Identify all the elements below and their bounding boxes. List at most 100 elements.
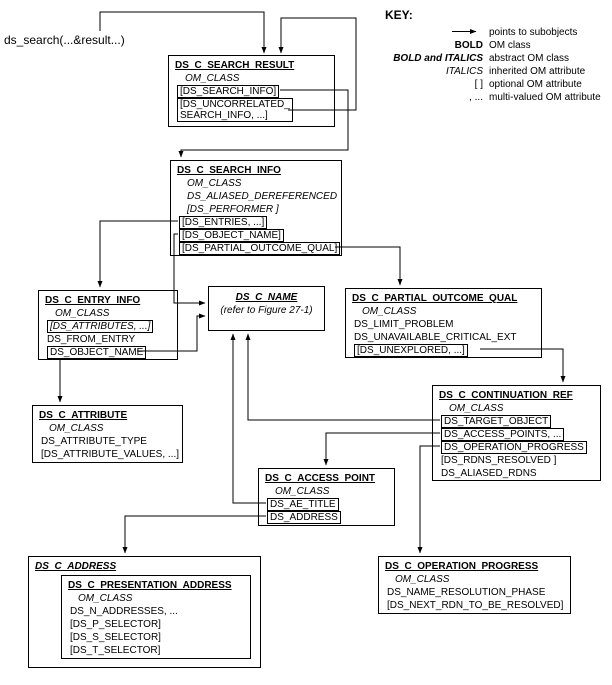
om-class-attribute: OM_CLASS (78, 593, 133, 604)
class-title: DS_C_PARTIAL_OUTCOME_QUAL (352, 293, 518, 304)
attr-ds-from-entry: DS_FROM_ENTRY (47, 334, 136, 345)
attr-ds-address: DS_ADDRESS (267, 511, 341, 524)
class-box-ds-c-address: DS_C_ADDRESS DS_C_PRESENTATION_ADDRESS O… (28, 556, 261, 668)
attr-ds-attribute-type: DS_ATTRIBUTE_TYPE (41, 436, 147, 447)
class-box-ds-c-presentation-address: DS_C_PRESENTATION_ADDRESS OM_CLASS DS_N_… (61, 575, 251, 659)
attr-ds-n-addresses: DS_N_ADDRESSES, ... (70, 606, 178, 617)
om-class-attribute: OM_CLASS (449, 403, 504, 414)
function-caption: ds_search(...&result...) (4, 33, 125, 47)
attribute-row: [DS_SEARCH_INFO] (169, 85, 334, 98)
key-symbol: BOLD and ITALICS (393, 53, 483, 64)
key-item-italics: ITALICS inherited OM attribute (380, 65, 601, 78)
attr-ds-aliased-dereferenced: DS_ALIASED_DEREFERENCED (187, 191, 338, 202)
class-title: DS_C_OPERATION_PROGRESS (385, 561, 539, 572)
attr-ds-performer: [DS_PERFORMER ] (187, 204, 279, 215)
class-title: DS_C_SEARCH_INFO (177, 165, 281, 176)
attribute-row: DS_ADDRESS (259, 511, 394, 524)
attr-ds-name-resolution-phase: DS_NAME_RESOLUTION_PHASE (387, 587, 546, 598)
om-class-attribute: OM_CLASS (362, 306, 417, 317)
attr-ds-limit-problem: DS_LIMIT_PROBLEM (354, 319, 454, 330)
attr-ds-object-name: [DS_OBJECT_NAME] (179, 229, 284, 242)
attr-ds-aliased-rdns: DS_ALIASED_RDNS (441, 468, 537, 479)
class-box-ds-c-operation-progress: DS_C_OPERATION_PROGRESS OM_CLASS DS_NAME… (378, 556, 571, 614)
key-symbol: [ ] (474, 79, 483, 90)
attr-ds-next-rdn-to-be-resolved: [DS_NEXT_RDN_TO_BE_RESOLVED] (387, 600, 564, 611)
name-reference-note: (refer to Figure 27-1) (220, 305, 313, 316)
key-symbol: BOLD (454, 40, 483, 51)
attribute-row: [DS_UNCORRELATED_ SEARCH_INFO, ...] (169, 98, 334, 122)
attr-ds-t-selector: [DS_T_SELECTOR] (70, 645, 161, 656)
key-symbol: ITALICS (445, 66, 483, 77)
key-item-multivalued: , ... multi-valued OM attribute (380, 91, 601, 104)
attr-ds-s-selector: [DS_S_SELECTOR] (70, 632, 161, 643)
key-item-optional: [ ] optional OM attribute (380, 78, 601, 91)
attr-ds-entries: [DS_ENTRIES, ...] (179, 216, 268, 229)
class-box-ds-c-name: DS_C_NAME (refer to Figure 27-1) (208, 286, 325, 331)
key-item-label: optional OM attribute (489, 79, 582, 90)
attr-ds-uncorrelated-search-info: [DS_UNCORRELATED_ SEARCH_INFO, ...] (177, 98, 293, 122)
om-class-attribute: OM_CLASS (395, 574, 450, 585)
attr-text: [DS_UNCORRELATED_ (180, 99, 290, 110)
key-item-bold-italics: BOLD and ITALICS abstract OM class (380, 52, 601, 65)
class-box-ds-c-access-point: DS_C_ACCESS_POINT OM_CLASS DS_AE_TITLE D… (258, 468, 395, 526)
attribute-row: DS_AE_TITLE (259, 498, 394, 511)
attribute-row: [DS_PARTIAL_OUTCOME_QUAL] (171, 242, 341, 255)
attr-ds-attributes: [DS_ATTRIBUTES, ...] (47, 320, 154, 333)
attr-ds-partial-outcome-qual: [DS_PARTIAL_OUTCOME_QUAL] (179, 242, 341, 255)
class-title: DS_C_ACCESS_POINT (265, 473, 376, 484)
class-box-ds-c-search-result: DS_C_SEARCH_RESULT OM_CLASS [DS_SEARCH_I… (168, 55, 335, 127)
key-item-label: OM class (489, 40, 531, 51)
key-legend: points to subobjects BOLD OM class BOLD … (380, 26, 601, 104)
attr-ds-attribute-values: [DS_ATTRIBUTE_VALUES, ...] (41, 449, 179, 460)
class-title: DS_C_CONTINUATION_REF (439, 390, 573, 401)
attr-ds-target-object: DS_TARGET_OBJECT (441, 415, 552, 428)
connector-access-points-to-access-point (323, 432, 440, 466)
attribute-row: DS_OPERATION_PROGRESS (433, 441, 600, 454)
class-title: DS_C_ADDRESS (35, 561, 117, 572)
attr-ds-access-points: DS_ACCESS_POINTS, ... (441, 428, 565, 441)
points-to-arrow-icon (380, 27, 483, 39)
class-box-ds-c-continuation-ref: DS_C_CONTINUATION_REF OM_CLASS DS_TARGET… (432, 385, 601, 481)
key-item-bold: BOLD OM class (380, 39, 601, 52)
key-symbol: , ... (469, 92, 483, 103)
attribute-row: [DS_UNEXPLORED, ...] (346, 344, 541, 357)
attr-ds-unexplored: [DS_UNEXPLORED, ...] (354, 344, 468, 357)
om-class-attribute: OM_CLASS (275, 486, 330, 497)
attr-ds-unavailable-critical-ext: DS_UNAVAILABLE_CRITICAL_EXT (354, 332, 517, 343)
class-title: DS_C_ATTRIBUTE (39, 410, 128, 421)
class-box-ds-c-attribute: DS_C_ATTRIBUTE OM_CLASS DS_ATTRIBUTE_TYP… (32, 405, 183, 463)
attr-ds-p-selector: [DS_P_SELECTOR] (70, 619, 161, 630)
attribute-row: [DS_ENTRIES, ...] (171, 216, 341, 229)
attr-ds-operation-progress: DS_OPERATION_PROGRESS (441, 441, 587, 454)
class-box-ds-c-partial-outcome-qual: DS_C_PARTIAL_OUTCOME_QUAL OM_CLASS DS_LI… (345, 288, 542, 358)
attribute-row: [DS_OBJECT_NAME] (171, 229, 341, 242)
key-item-label: abstract OM class (489, 53, 570, 64)
class-title: DS_C_NAME (235, 292, 298, 303)
attr-ds-object-name: DS_OBJECT_NAME (47, 346, 147, 359)
attribute-row: [DS_ATTRIBUTES, ...] (39, 320, 177, 333)
om-class-attribute: OM_CLASS (185, 73, 240, 84)
om-class-attribute: OM_CLASS (187, 178, 242, 189)
key-item-label: inherited OM attribute (489, 66, 586, 77)
om-class-attribute: OM_CLASS (55, 308, 110, 319)
attribute-row: DS_ACCESS_POINTS, ... (433, 428, 600, 441)
om-class-attribute: OM_CLASS (49, 423, 104, 434)
key-title: KEY: (385, 8, 413, 22)
class-title: DS_C_PRESENTATION_ADDRESS (68, 580, 232, 591)
class-title: DS_C_ENTRY_INFO (45, 295, 141, 306)
key-item-label: points to subobjects (489, 27, 578, 38)
key-item-label: multi-valued OM attribute (489, 92, 601, 103)
class-title: DS_C_SEARCH_RESULT (175, 60, 295, 71)
attr-ds-ae-title: DS_AE_TITLE (267, 498, 339, 511)
key-item-arrow: points to subobjects (380, 26, 601, 39)
attribute-row: DS_OBJECT_NAME (39, 346, 177, 359)
attr-text: SEARCH_INFO, ...] (180, 110, 268, 121)
class-box-ds-c-entry-info: DS_C_ENTRY_INFO OM_CLASS [DS_ATTRIBUTES,… (38, 290, 178, 360)
attribute-row: DS_TARGET_OBJECT (433, 415, 600, 428)
class-box-ds-c-search-info: DS_C_SEARCH_INFO OM_CLASS DS_ALIASED_DER… (170, 160, 342, 256)
attr-ds-search-info: [DS_SEARCH_INFO] (177, 85, 280, 98)
attr-ds-rdns-resolved: [DS_RDNS_RESOLVED ] (441, 455, 557, 466)
connector-entries-to-entry-info (97, 220, 178, 288)
connector-partial-outcome-attr-to-partial-box (335, 246, 403, 286)
